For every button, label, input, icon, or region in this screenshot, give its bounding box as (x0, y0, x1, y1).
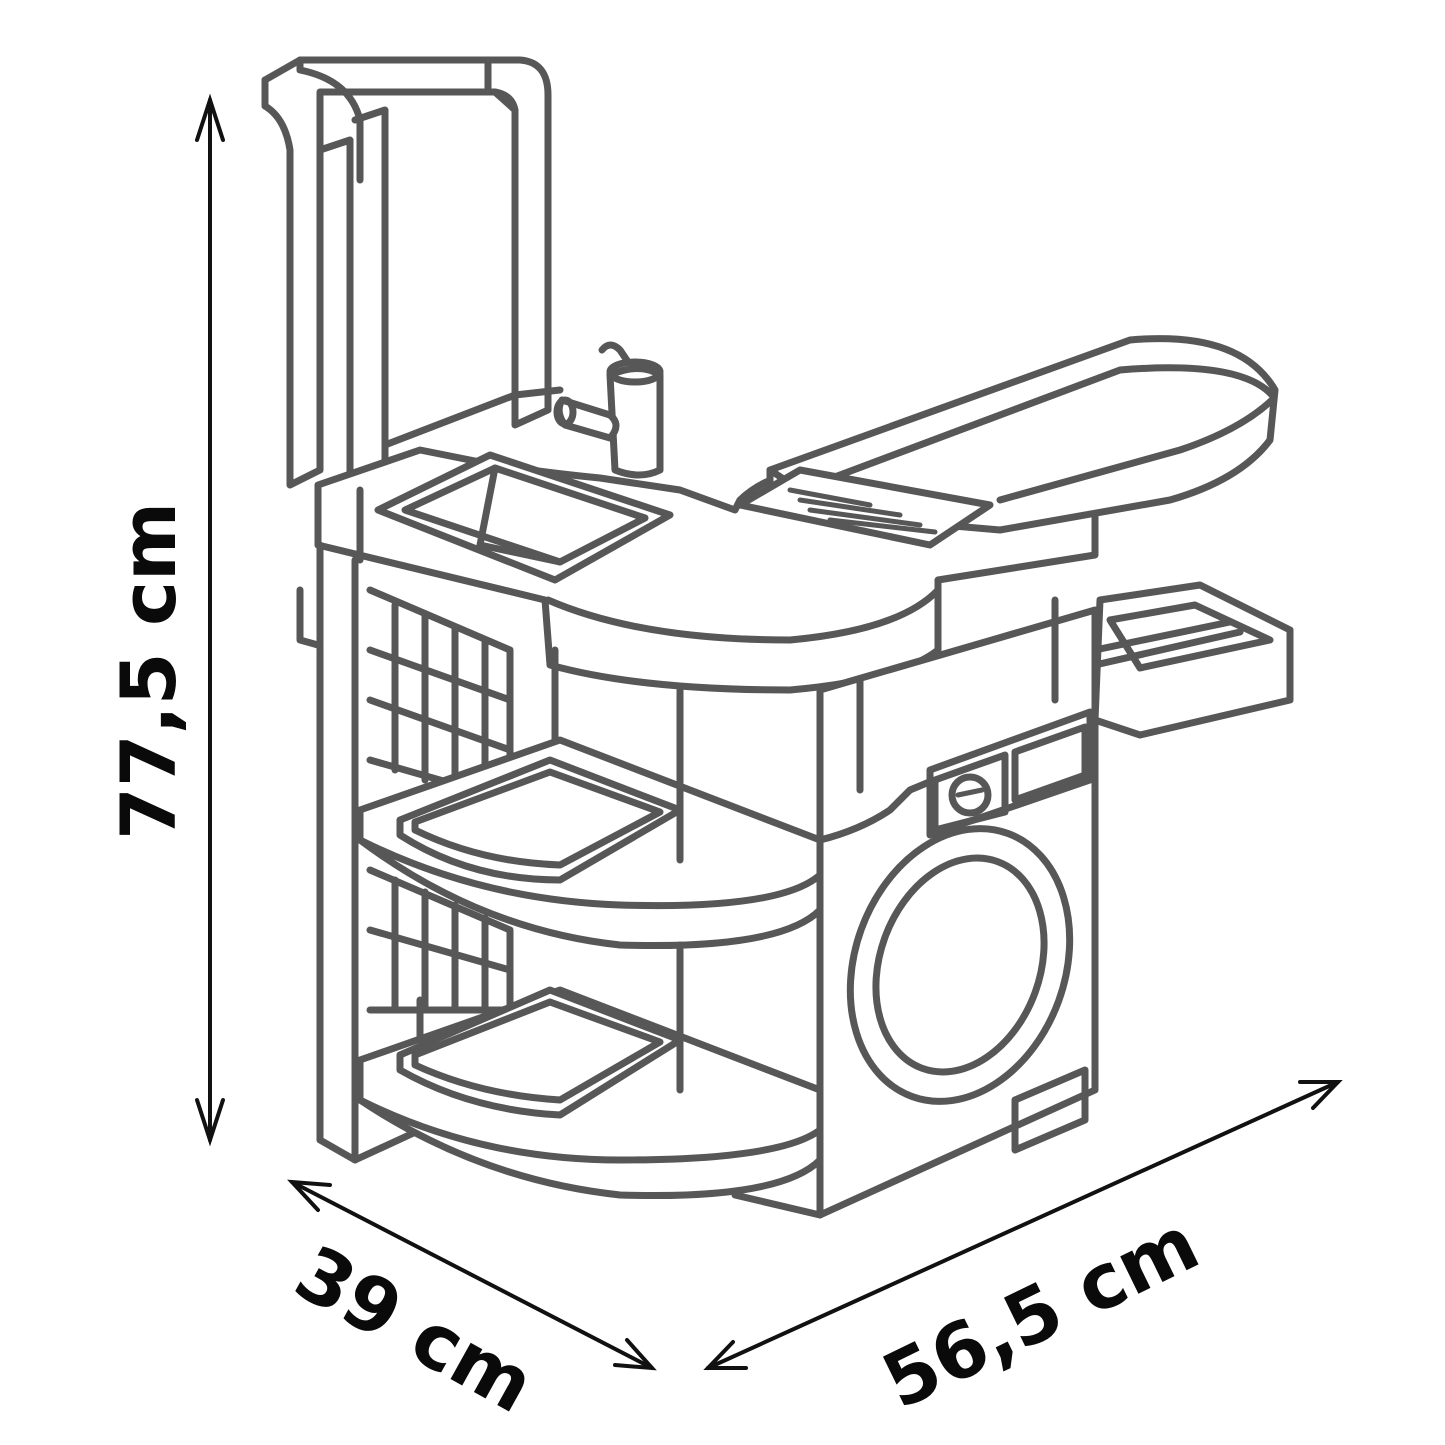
height-dimension-arrow (195, 93, 225, 1147)
washing-machine (731, 596, 1099, 1219)
filter-hatch (1011, 1066, 1089, 1154)
side-grid-upper (366, 586, 514, 804)
iron-rest-grid (736, 466, 994, 549)
sink (374, 451, 674, 584)
ironing-board (766, 335, 1279, 534)
width-dimension-label: 56,5 cm (869, 1198, 1212, 1426)
side-tray (1091, 581, 1294, 739)
depth-dimension-label: 39 cm (281, 1228, 548, 1430)
lower-shelf (356, 986, 824, 1200)
width-dimension-arrow (703, 1080, 1343, 1370)
laundry-station-drawing (261, 56, 1294, 1219)
height-dimension-label: 77,5 cm (104, 502, 193, 840)
faucet (553, 341, 664, 479)
back-panel (381, 386, 564, 449)
top-rail (261, 56, 552, 499)
upper-shelf (356, 736, 824, 950)
side-grid-lower (366, 866, 514, 1014)
control-panel (926, 708, 1094, 839)
control-knob-icon (948, 773, 992, 817)
washing-machine-door (846, 825, 1074, 1105)
left-post-front (316, 541, 359, 1164)
depth-dimension-arrow (287, 1179, 657, 1371)
